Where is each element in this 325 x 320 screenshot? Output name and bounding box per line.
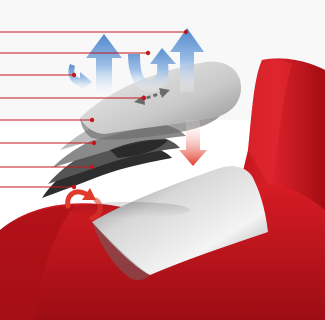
stack-shadow (70, 202, 190, 218)
